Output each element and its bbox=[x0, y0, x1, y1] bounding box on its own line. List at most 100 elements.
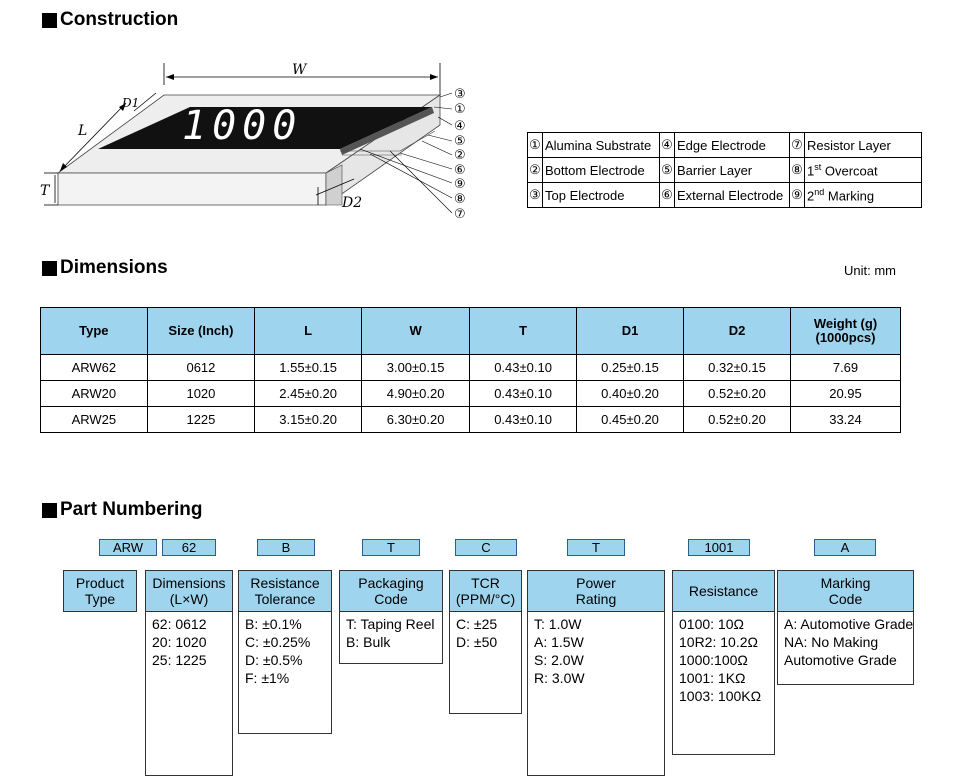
table-cell: 0.25±0.15 bbox=[576, 354, 685, 381]
part-option: B: ±0.1% bbox=[245, 616, 302, 632]
part-field-options: T: Taping Reel B: Bulk bbox=[340, 612, 442, 654]
legend-text: Alumina Substrate bbox=[542, 132, 660, 158]
construction-heading: Construction bbox=[42, 9, 178, 31]
heading-square-icon bbox=[42, 502, 57, 518]
legend-text: Edge Electrode bbox=[674, 132, 790, 158]
legend-num: ③ bbox=[527, 182, 543, 208]
callout-7: ⑦ bbox=[454, 207, 466, 222]
part-field-header-line: Packaging bbox=[358, 575, 424, 591]
part-field-header-line: (L×W) bbox=[169, 591, 209, 607]
dimensions-title: Dimensions bbox=[60, 257, 168, 278]
part-option: D: ±0.5% bbox=[245, 652, 303, 668]
part-code-1: 62 bbox=[162, 539, 216, 556]
part-option: 62: 0612 bbox=[152, 616, 207, 632]
table-header-row: Type Size (Inch) L W T D1 D2 Weight (g) … bbox=[40, 307, 901, 355]
part-field-header-line: Resistance bbox=[250, 575, 320, 591]
callout-4: ④ bbox=[454, 119, 466, 134]
part-option: 10R2: 10.2Ω bbox=[679, 634, 758, 650]
table-cell: 0.43±0.10 bbox=[469, 380, 578, 407]
part-field-header: Dimensions(L×W) bbox=[146, 571, 232, 612]
dim-l-label: L bbox=[77, 123, 87, 139]
part-option: 1003: 100KΩ bbox=[679, 688, 762, 704]
table-cell: 0.45±0.20 bbox=[576, 406, 685, 433]
part-option: C: ±0.25% bbox=[245, 634, 311, 650]
table-cell: 0.32±0.15 bbox=[683, 354, 791, 381]
col-header: D2 bbox=[683, 307, 791, 355]
part-option: C: ±25 bbox=[456, 616, 498, 632]
part-field-header-line: Tolerance bbox=[254, 591, 316, 607]
callout-9: ⑨ bbox=[454, 177, 466, 192]
col-header: Type bbox=[40, 307, 148, 355]
dimensions-heading: Dimensions bbox=[42, 257, 168, 279]
legend-num: ④ bbox=[659, 132, 675, 158]
dim-t-label: T bbox=[40, 183, 51, 199]
part-option: NA: No Making bbox=[784, 634, 879, 650]
legend-text: External Electrode bbox=[674, 182, 790, 208]
part-option: Automotive Grade bbox=[784, 652, 897, 668]
table-cell: 3.00±0.15 bbox=[361, 354, 471, 381]
table-cell: 0.52±0.20 bbox=[683, 406, 791, 433]
table-cell: ARW20 bbox=[40, 380, 148, 407]
part-numbering-title: Part Numbering bbox=[60, 499, 203, 520]
table-cell: 2.45±0.20 bbox=[254, 380, 363, 407]
callout-3: ③ bbox=[454, 87, 466, 102]
part-option: 0100: 10Ω bbox=[679, 616, 744, 632]
table-cell: ARW25 bbox=[40, 406, 148, 433]
legend-text: Resistor Layer bbox=[804, 132, 922, 158]
part-option: 1000:100Ω bbox=[679, 652, 748, 668]
table-cell: 4.90±0.20 bbox=[361, 380, 471, 407]
col-header: Size (Inch) bbox=[146, 307, 256, 355]
legend-text: Top Electrode bbox=[542, 182, 660, 208]
part-field-header-line: Resistance bbox=[688, 583, 759, 599]
legend-text: Barrier Layer bbox=[674, 157, 790, 183]
legend-num: ⑦ bbox=[789, 132, 805, 158]
legend-num: ⑥ bbox=[659, 182, 675, 208]
table-cell: 1020 bbox=[146, 380, 256, 407]
legend-num: ① bbox=[527, 132, 543, 158]
part-numbering-heading: Part Numbering bbox=[42, 499, 203, 521]
part-field-header-line: Type bbox=[84, 591, 116, 607]
part-option: T: Taping Reel bbox=[346, 616, 435, 632]
legend-num: ⑧ bbox=[789, 157, 805, 183]
part-field-header-line: Power bbox=[576, 575, 616, 591]
col-header: Weight (g) (1000pcs) bbox=[790, 307, 901, 355]
dimensions-table: Type Size (Inch) L W T D1 D2 Weight (g) … bbox=[40, 307, 901, 433]
heading-square-icon bbox=[42, 260, 57, 276]
table-cell: 0.52±0.20 bbox=[683, 380, 791, 407]
part-option: 25: 1225 bbox=[152, 652, 207, 668]
construction-legend-table: ① Alumina Substrate ④ Edge Electrode ⑦ R… bbox=[527, 132, 922, 208]
col-header: L bbox=[254, 307, 363, 355]
col-header: D1 bbox=[576, 307, 685, 355]
table-cell: 0.43±0.10 bbox=[469, 354, 578, 381]
legend-row: ③ Top Electrode ⑥ External Electrode ⑨ 2… bbox=[527, 182, 922, 208]
part-code-3: T bbox=[362, 539, 420, 556]
table-cell: 1225 bbox=[146, 406, 256, 433]
table-cell: 0.43±0.10 bbox=[469, 406, 578, 433]
part-code-7: A bbox=[814, 539, 876, 556]
part-field-header: Resistance bbox=[673, 571, 774, 612]
dim-d1-label: D1 bbox=[121, 96, 139, 110]
construction-title: Construction bbox=[60, 9, 179, 30]
legend-num: ⑤ bbox=[659, 157, 675, 183]
part-field-box: Resistance 0100: 10Ω 10R2: 10.2Ω 1000:100Ω 1… bbox=[672, 570, 775, 755]
callout-6: ⑥ bbox=[454, 163, 466, 178]
callout-5: ⑤ bbox=[454, 134, 466, 149]
part-option: R: 3.0W bbox=[534, 670, 585, 686]
legend-row: ② Bottom Electrode ⑤ Barrier Layer ⑧ 1st… bbox=[527, 157, 922, 183]
callout-1: ① bbox=[454, 102, 466, 117]
part-option: B: Bulk bbox=[346, 634, 391, 650]
dim-w-label: W bbox=[292, 62, 308, 78]
